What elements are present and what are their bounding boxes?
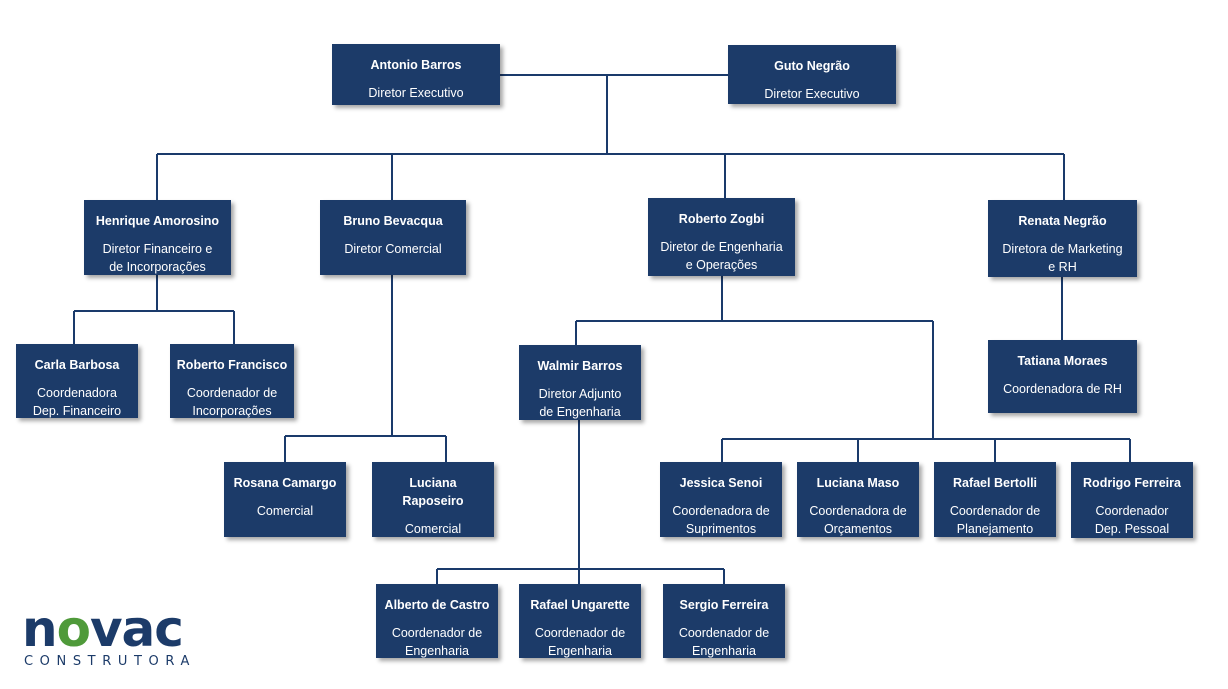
node-name: Rodrigo Ferreira (1083, 476, 1181, 490)
node-role: Comercial (256, 504, 314, 518)
node-rosana-camargo: Rosana Camargo Comercial (224, 462, 346, 537)
node-role: Coordenadora de Suprimentos (672, 502, 769, 538)
node-roberto-zogbi: Roberto Zogbi Diretor de Engenharia e Ope… (648, 198, 795, 276)
node-name: Bruno Bevacqua (343, 214, 443, 228)
node-role-line: Orçamentos (823, 522, 893, 536)
node-name: Guto Negrão (774, 59, 850, 73)
node-name: Roberto Francisco (176, 358, 288, 372)
node-role-line: Planejamento (956, 522, 1034, 536)
node-role: Diretor Executivo (368, 86, 464, 100)
node-antonio-barros: Antonio Barros Diretor Executivo (332, 44, 500, 105)
node-name: Rafael Bertolli (952, 476, 1038, 490)
logo-letters-vac: vac (89, 600, 184, 658)
node-role: Diretor Executivo (764, 87, 860, 101)
node-role-line: e RH (1048, 260, 1077, 274)
node-role-line: Diretor Adjunto (538, 387, 622, 401)
logo-letter-n: n (22, 600, 58, 658)
node-role-line: de Engenharia (539, 405, 621, 419)
node-jessica-senoi: Jessica Senoi Coordenadora de Suprimentos (660, 462, 782, 537)
node-henrique-amorosino: Henrique Amorosino Diretor Financeiro e d… (84, 200, 231, 275)
node-role: Coordenador de Engenharia (392, 624, 482, 660)
node-name-line: Luciana (409, 476, 457, 490)
node-name: Roberto Zogbi (678, 212, 765, 226)
node-name: Tatiana Moraes (1017, 354, 1108, 368)
node-name: Rafael Ungarette (530, 598, 630, 612)
node-role: Diretor Comercial (344, 242, 442, 256)
node-name: Walmir Barros (537, 359, 623, 373)
node-name: Antonio Barros (370, 58, 462, 72)
node-role: Diretor Adjunto de Engenharia (539, 385, 622, 421)
node-role: Coordenador de Incorporações (187, 384, 277, 420)
node-role-line: Coordenadora de (809, 504, 907, 518)
node-luciana-maso: Luciana Maso Coordenadora de Orçamentos (797, 462, 919, 537)
node-roberto-francisco: Roberto Francisco Coordenador de Incorpor… (170, 344, 294, 418)
node-role-line: Coordenadora (37, 386, 117, 400)
node-role-line: Coordenadora de (672, 504, 770, 518)
node-role-line: Coordenador de (949, 504, 1041, 518)
node-role-line: Engenharia (548, 644, 612, 658)
node-role: Comercial (404, 522, 462, 536)
node-role-line: Coordenador (1095, 504, 1169, 518)
node-name: Carla Barbosa (34, 358, 120, 372)
node-role-line: Coordenador de (534, 626, 626, 640)
node-role-line: Engenharia (405, 644, 469, 658)
node-role: Coordenador de Planejamento (950, 502, 1040, 538)
logo-swirl-o: o (56, 600, 91, 658)
logo-wordmark: novac (22, 604, 184, 654)
node-role: Coordenador de Engenharia (535, 624, 625, 660)
node-bruno-bevacqua: Bruno Bevacqua Diretor Comercial (320, 200, 466, 275)
node-name: Jessica Senoi (679, 476, 763, 490)
node-role: Coordenador de Engenharia (679, 624, 769, 660)
node-alberto-de-castro: Alberto de Castro Coordenador de Engenhar… (376, 584, 498, 658)
node-role-line: Suprimentos (685, 522, 757, 536)
node-name: Sergio Ferreira (679, 598, 769, 612)
node-rafael-bertolli: Rafael Bertolli Coordenador de Planejamen… (934, 462, 1056, 537)
node-role-line: Dep. Pessoal (1094, 522, 1170, 536)
node-sergio-ferreira: Sergio Ferreira Coordenador de Engenharia (663, 584, 785, 658)
node-name: Renata Negrão (1018, 214, 1107, 228)
node-role-line: Dep. Financeiro (32, 404, 122, 418)
node-role: Diretor Financeiro e de Incorporações (103, 240, 213, 276)
node-role: Coordenadora de RH (1003, 382, 1122, 396)
node-role-line: e Operações (685, 258, 758, 272)
logo-subtitle: CONSTRUTORA (24, 654, 196, 669)
node-walmir-barros: Walmir Barros Diretor Adjunto de Engenhar… (519, 345, 641, 420)
node-role-line: Coordenador de (186, 386, 278, 400)
node-role: Diretora de Marketing e RH (1002, 240, 1122, 276)
node-tatiana-moraes: Tatiana Moraes Coordenadora de RH (988, 340, 1137, 413)
node-renata-negrao: Renata Negrão Diretora de Marketing e RH (988, 200, 1137, 277)
node-name: Henrique Amorosino (95, 214, 220, 228)
node-role-line: Coordenador de (678, 626, 770, 640)
node-name: Luciana Maso (816, 476, 900, 490)
node-role: Diretor de Engenharia e Operações (660, 238, 782, 274)
node-role-line: de Incorporações (109, 260, 206, 274)
node-role-line: Diretora de Marketing (1002, 242, 1123, 256)
node-name: Rosana Camargo (233, 476, 337, 490)
node-role: Coordenadora de Orçamentos (809, 502, 906, 538)
node-role-line: Engenharia (692, 644, 756, 658)
novac-logo: novac CONSTRUTORA (22, 604, 222, 674)
node-role-line: Coordenador de (391, 626, 483, 640)
node-role-line: Diretor de Engenharia (660, 240, 783, 254)
node-role-line: Diretor Financeiro e (102, 242, 213, 256)
node-rafael-ungarette: Rafael Ungarette Coordenador de Engenhari… (519, 584, 641, 658)
node-guto-negrao: Guto Negrão Diretor Executivo (728, 45, 896, 104)
node-name-line: Raposeiro (402, 494, 464, 508)
node-name: Alberto de Castro (384, 598, 490, 612)
node-role-line: Incorporações (192, 404, 272, 418)
